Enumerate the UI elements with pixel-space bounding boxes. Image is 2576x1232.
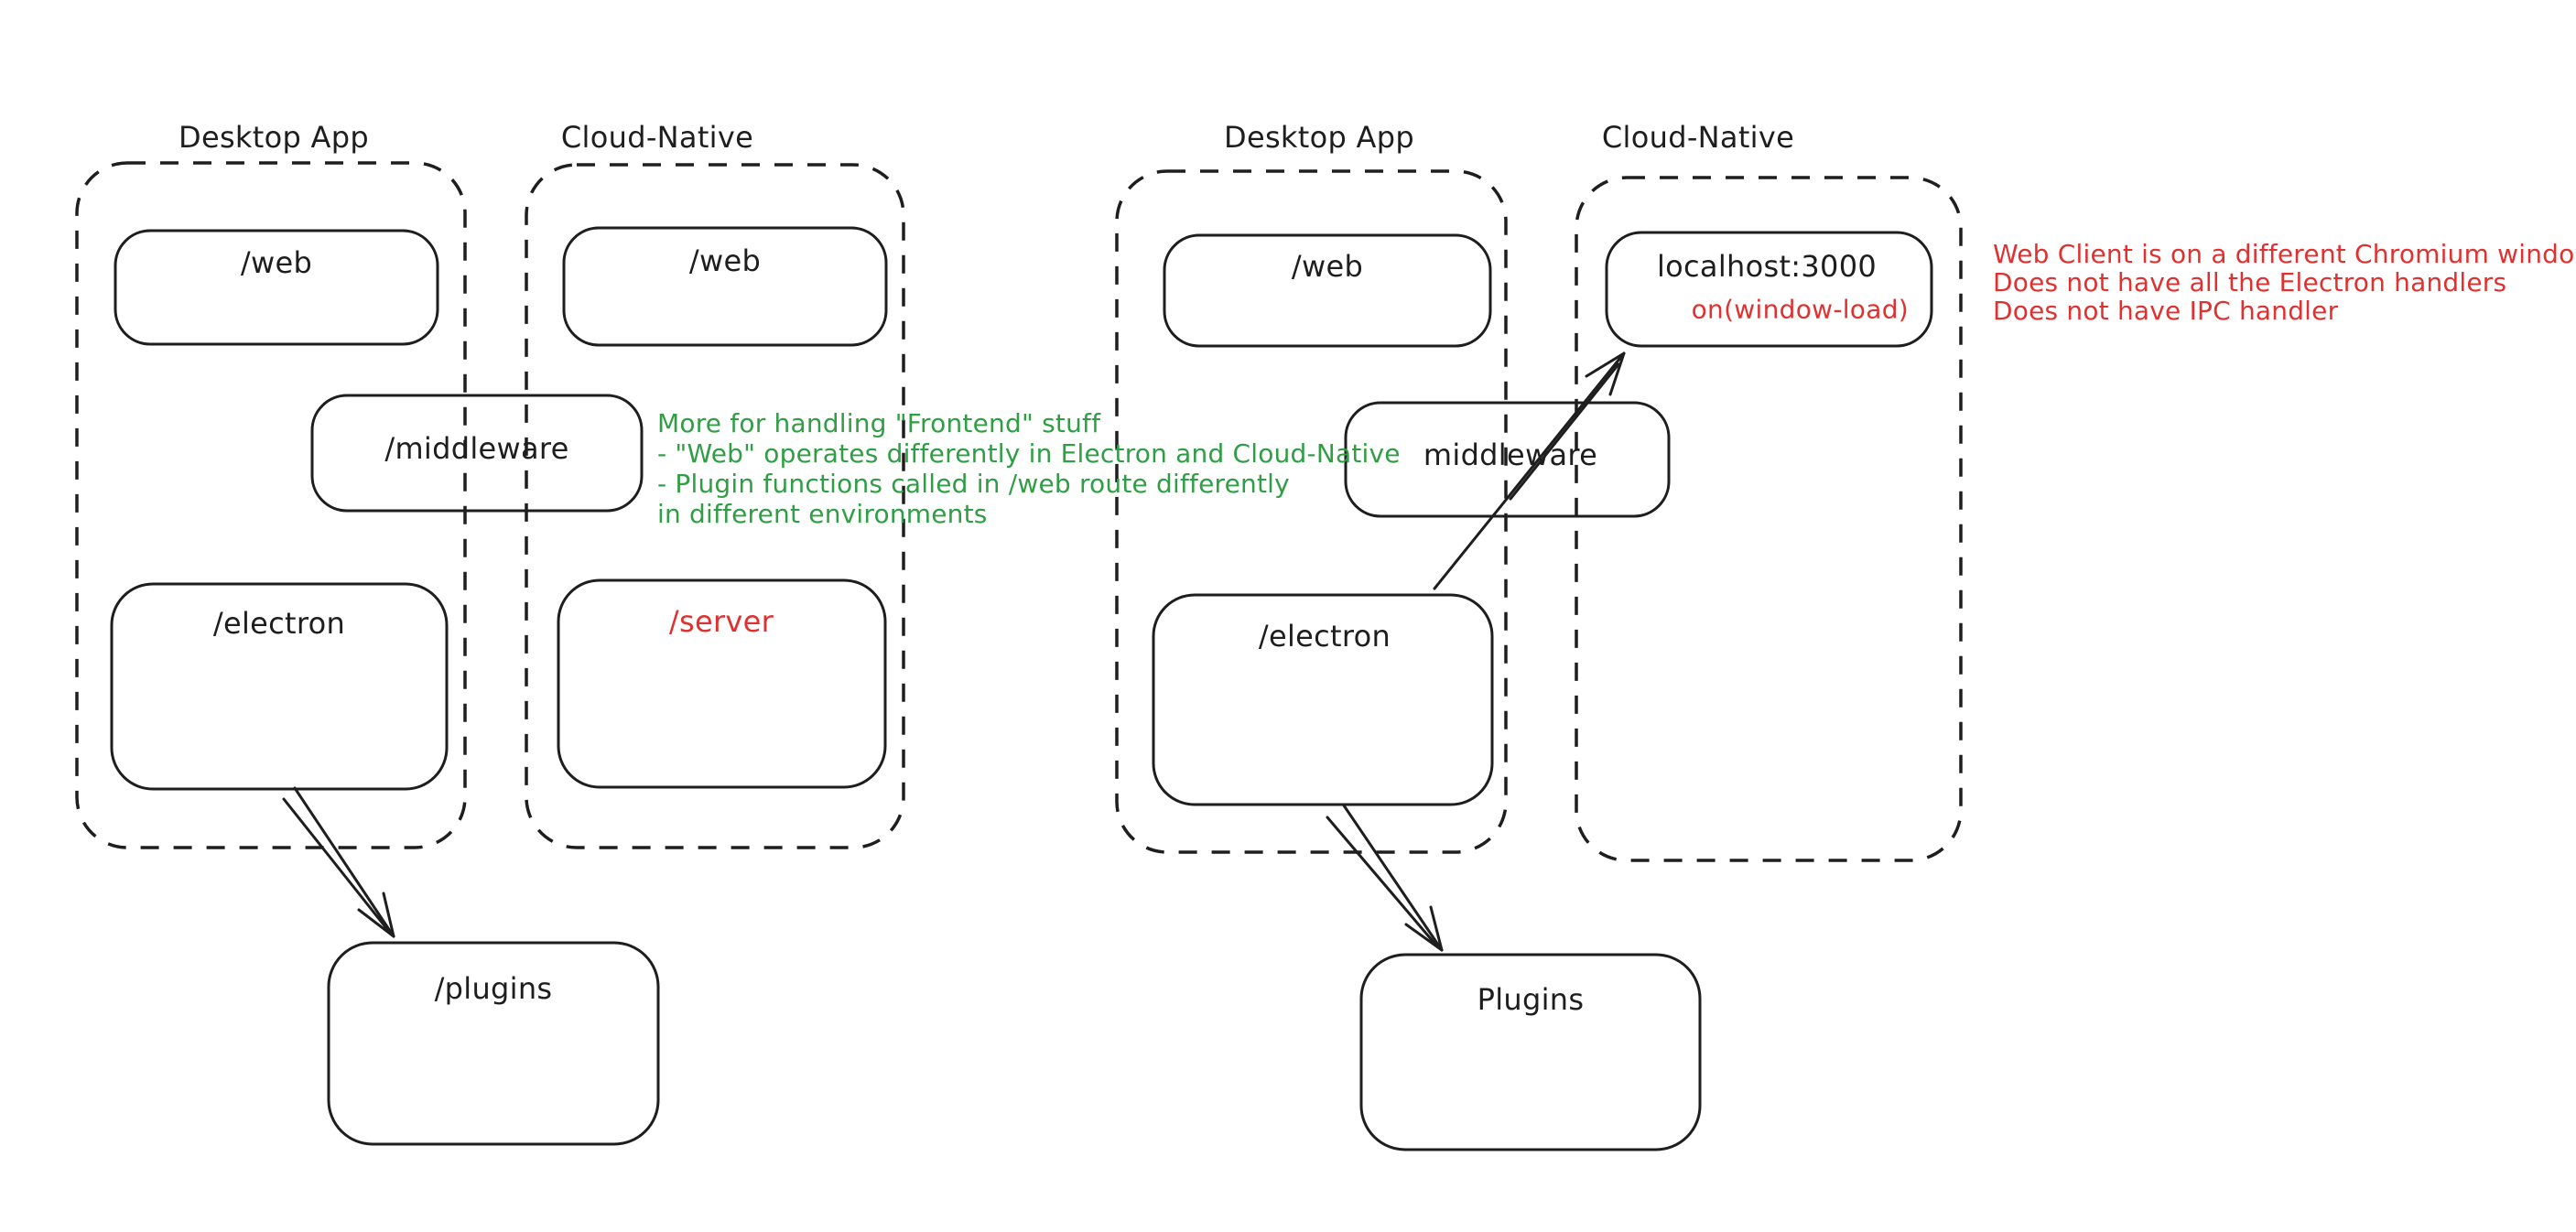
left-desktop-app-header: Desktop App xyxy=(179,120,369,155)
right-cloud-container xyxy=(1575,176,1963,862)
right-electron-box xyxy=(1152,593,1494,806)
right-web-label: /web xyxy=(1291,249,1364,284)
left-web-cloud-box xyxy=(562,226,888,347)
left-plugins-label: /plugins xyxy=(434,971,553,1006)
left-electron-label: /electron xyxy=(212,606,346,641)
green-note-line-4: in different environments xyxy=(657,499,988,529)
right-middleware-label: middleware xyxy=(1423,438,1598,472)
right-plugins-box xyxy=(1359,953,1702,1151)
right-electron-label: /electron xyxy=(1258,619,1391,654)
left-web-desktop-box xyxy=(114,229,439,346)
red-note: Web Client is on a different Chromium wi… xyxy=(1993,240,2576,325)
right-cloud-native-header: Cloud-Native xyxy=(1601,120,1795,155)
left-desktop-container xyxy=(75,161,467,849)
left-cloud-container xyxy=(525,163,905,849)
right-window-load-label: on(window-load) xyxy=(1691,294,1909,325)
green-note-line-3: - Plugin functions called in /web route … xyxy=(657,469,1290,499)
left-server-label: /server xyxy=(668,604,774,639)
red-note-line-2: Does not have all the Electron handlers xyxy=(1993,267,2507,297)
left-web-desktop-label: /web xyxy=(240,245,313,280)
green-note: More for handling "Frontend" stuff - "We… xyxy=(657,408,1401,529)
red-note-line-1: Web Client is on a different Chromium wi… xyxy=(1993,239,2576,269)
green-note-line-2: - "Web" operates differently in Electron… xyxy=(657,438,1401,469)
right-desktop-container xyxy=(1115,169,1508,854)
red-note-line-3: Does not have IPC handler xyxy=(1993,296,2339,326)
right-electron-to-plugins-arrow xyxy=(1326,804,1444,952)
left-electron-to-plugins-arrow xyxy=(282,786,395,938)
right-middleware-box xyxy=(1344,401,1671,518)
left-middleware-label: /middleware xyxy=(384,431,569,466)
right-plugins-label: Plugins xyxy=(1477,982,1585,1017)
right-electron-to-localhost-arrow xyxy=(1433,351,1626,590)
right-localhost-box xyxy=(1605,231,1933,348)
left-plugins-box xyxy=(327,941,660,1146)
left-cloud-native-header: Cloud-Native xyxy=(560,120,754,155)
right-localhost-label: localhost:3000 xyxy=(1656,249,1878,284)
right-web-box xyxy=(1163,233,1492,348)
green-note-line-1: More for handling "Frontend" stuff xyxy=(657,408,1101,438)
left-electron-box xyxy=(110,582,449,791)
left-server-box xyxy=(557,578,887,789)
left-middleware-box xyxy=(310,394,644,513)
right-desktop-app-header: Desktop App xyxy=(1224,120,1414,155)
left-web-cloud-label: /web xyxy=(688,243,762,278)
